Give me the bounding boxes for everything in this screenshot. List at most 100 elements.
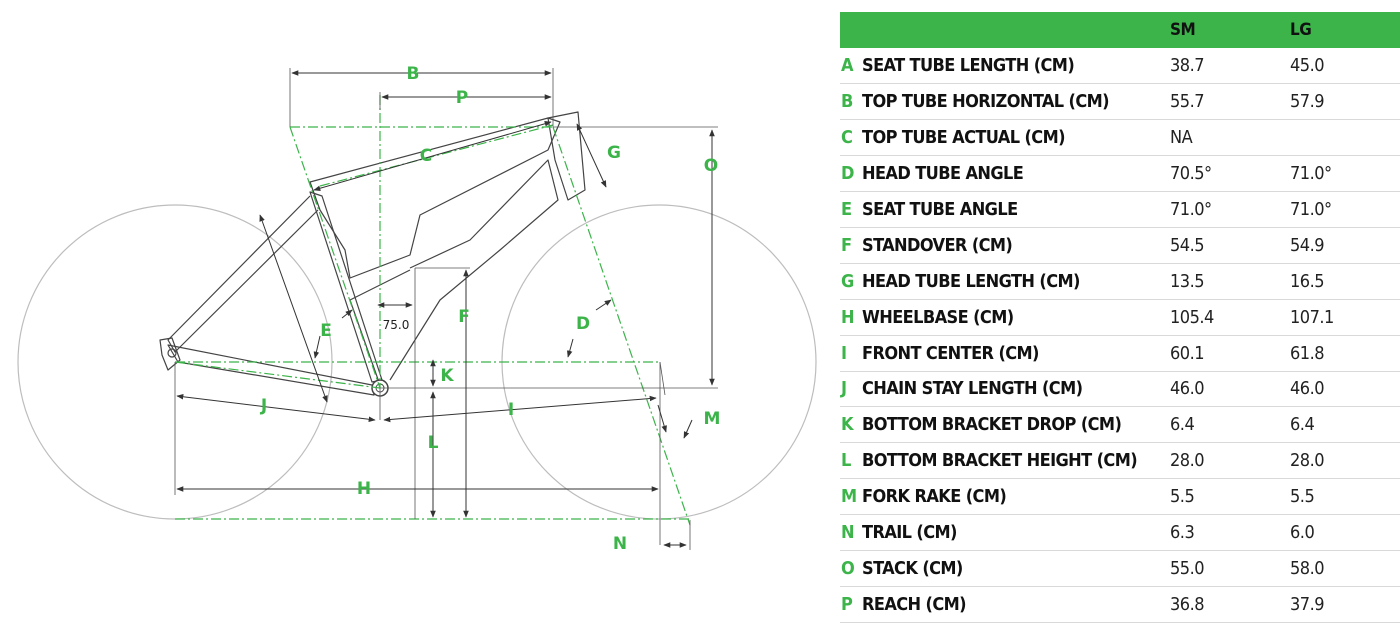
row-value-lg: 45.0: [1290, 55, 1325, 77]
label-J: J: [260, 396, 267, 416]
row-value-sm: 28.0: [1170, 450, 1205, 472]
table-row: D HEAD TUBE ANGLE 70.5° 71.0°: [840, 156, 1400, 192]
row-measurement-name: BOTTOM BRACKET HEIGHT (CM): [862, 450, 1138, 472]
row-letter: F: [841, 234, 853, 256]
row-value-lg: 28.0: [1290, 450, 1325, 472]
row-letter: A: [841, 55, 854, 77]
row-value-sm: 46.0: [1170, 378, 1205, 400]
row-value-lg: 5.5: [1290, 486, 1315, 508]
label-I: I: [508, 400, 514, 420]
label-N: N: [613, 534, 627, 554]
table-row: L BOTTOM BRACKET HEIGHT (CM) 28.0 28.0: [840, 443, 1400, 479]
label-E: E: [320, 321, 332, 341]
row-measurement-name: TRAIL (CM): [862, 522, 957, 544]
row-value-sm: 5.5: [1170, 486, 1195, 508]
row-measurement-name: FRONT CENTER (CM): [862, 342, 1039, 364]
label-F: F: [458, 307, 470, 327]
row-measurement-name: WHEELBASE (CM): [862, 306, 1014, 328]
row-value-lg: 16.5: [1290, 270, 1325, 292]
label-L: L: [428, 433, 439, 453]
frame-outline: [159, 111, 586, 396]
row-value-lg: 57.9: [1290, 91, 1325, 113]
seat-tube-angle-value: 75.0: [383, 318, 410, 332]
label-C: C: [420, 146, 432, 166]
row-letter: M: [841, 486, 858, 508]
row-value-sm: NA: [1170, 127, 1193, 149]
table-row: J CHAIN STAY LENGTH (CM) 46.0 46.0: [840, 371, 1400, 407]
row-measurement-name: TOP TUBE HORIZONTAL (CM): [862, 91, 1110, 113]
row-value-sm: 70.5°: [1170, 163, 1212, 185]
row-letter: D: [841, 163, 855, 185]
row-value-sm: 38.7: [1170, 55, 1205, 77]
row-value-lg: 6.4: [1290, 414, 1315, 436]
row-measurement-name: SEAT TUBE ANGLE: [862, 199, 1018, 220]
row-letter: I: [841, 342, 848, 364]
row-value-lg: 71.0°: [1290, 199, 1332, 220]
row-value-sm: 6.4: [1170, 414, 1195, 436]
geometry-diagram: B P C G O E F D K J I M L H N 75.0: [17, 64, 817, 554]
row-letter: K: [841, 414, 854, 436]
row-measurement-name: STACK (CM): [862, 557, 963, 579]
row-letter: J: [841, 378, 848, 400]
dimension-arrows: [176, 70, 715, 548]
row-value-sm: 54.5: [1170, 234, 1205, 256]
row-letter: L: [841, 450, 852, 472]
row-value-lg: [1288, 120, 1400, 156]
row-value-sm: 71.0°: [1170, 199, 1212, 220]
row-measurement-name: HEAD TUBE ANGLE: [862, 163, 1024, 185]
row-value-lg: 107.1: [1290, 306, 1334, 328]
row-measurement-name: BOTTOM BRACKET DROP (CM): [862, 414, 1122, 436]
label-H: H: [357, 479, 371, 499]
row-value-sm: 105.4: [1170, 306, 1214, 328]
header-name: [862, 12, 1168, 48]
table-row: O STACK (CM) 55.0 58.0: [840, 550, 1400, 587]
geometry-svg: B P C G O E F D K J I M L H N 75.0: [17, 64, 817, 554]
row-measurement-name: FORK RAKE (CM): [862, 486, 1007, 508]
row-letter: E: [841, 199, 853, 220]
row-value-lg: 46.0: [1290, 378, 1325, 400]
label-K: K: [440, 366, 454, 386]
row-value-sm: 55.0: [1170, 557, 1205, 579]
row-letter: P: [841, 593, 853, 615]
row-value-lg: 37.9: [1290, 593, 1325, 615]
header-letter: [840, 12, 862, 48]
row-value-sm: 6.3: [1170, 522, 1195, 544]
row-letter: G: [841, 270, 855, 292]
label-M: M: [704, 409, 721, 429]
row-letter: H: [841, 306, 855, 328]
table-row: H WHEELBASE (CM) 105.4 107.1: [840, 299, 1400, 336]
row-letter: B: [841, 91, 854, 113]
extension-lines: [174, 68, 718, 550]
row-measurement-name: REACH (CM): [862, 593, 967, 615]
table-row: A SEAT TUBE LENGTH (CM) 38.7 45.0: [840, 48, 1400, 84]
table-row: E SEAT TUBE ANGLE 71.0° 71.0°: [840, 192, 1400, 228]
label-D: D: [576, 314, 590, 334]
table-row: C TOP TUBE ACTUAL (CM) NA: [840, 120, 1400, 156]
row-measurement-name: TOP TUBE ACTUAL (CM): [862, 127, 1066, 149]
row-letter: C: [841, 127, 853, 149]
row-value-lg: 54.9: [1290, 234, 1325, 256]
row-letter: O: [841, 557, 855, 579]
table-row: K BOTTOM BRACKET DROP (CM) 6.4 6.4: [840, 407, 1400, 443]
row-value-lg: 58.0: [1290, 557, 1325, 579]
label-P: P: [456, 88, 468, 108]
label-O: O: [704, 156, 718, 176]
header-size-lg: LG: [1290, 20, 1312, 40]
row-measurement-name: CHAIN STAY LENGTH (CM): [862, 378, 1083, 400]
row-measurement-name: SEAT TUBE LENGTH (CM): [862, 55, 1075, 77]
row-measurement-name: HEAD TUBE LENGTH (CM): [862, 270, 1080, 292]
table-header-row: SM LG: [840, 12, 1400, 48]
header-size-sm: SM: [1170, 20, 1196, 40]
row-value-lg: 71.0°: [1290, 163, 1332, 185]
row-value-sm: 60.1: [1170, 342, 1205, 364]
row-value-lg: 6.0: [1290, 522, 1315, 544]
